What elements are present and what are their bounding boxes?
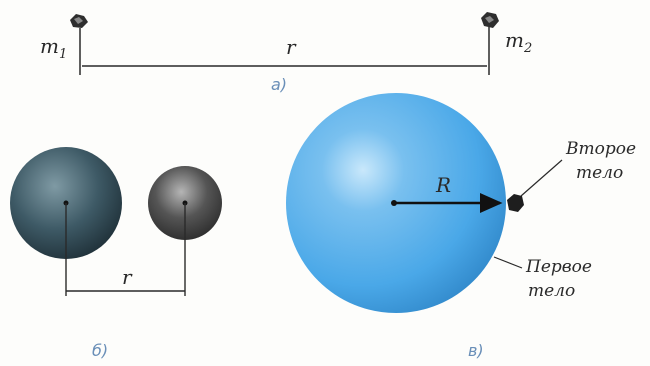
mass-2-label: m2 [505, 28, 532, 56]
caption-c: в) [468, 341, 484, 360]
second-body-pointer [520, 159, 563, 197]
distance-label-a: r [286, 35, 297, 59]
center-dot [391, 200, 397, 206]
second-body-label-1: Второе [565, 139, 636, 159]
caption-a: а) [271, 75, 287, 94]
panel-a: m1 m2 r а) [40, 12, 532, 94]
mass-1-label: m1 [40, 34, 67, 62]
panel-c: R Второе тело Первое тело в) [286, 93, 636, 360]
distance-label-b: r [122, 265, 133, 289]
second-body-label-2: тело [576, 163, 623, 183]
panel-b: r б) [10, 147, 222, 360]
first-body-pointer [493, 256, 523, 269]
caption-b: б) [92, 341, 108, 360]
mass-1-icon [70, 14, 88, 28]
first-body-label-2: тело [528, 281, 575, 301]
mass-2-icon [481, 12, 499, 28]
radius-label: R [435, 173, 451, 197]
second-body-icon [507, 194, 524, 212]
first-body-label-1: Первое [525, 257, 592, 277]
